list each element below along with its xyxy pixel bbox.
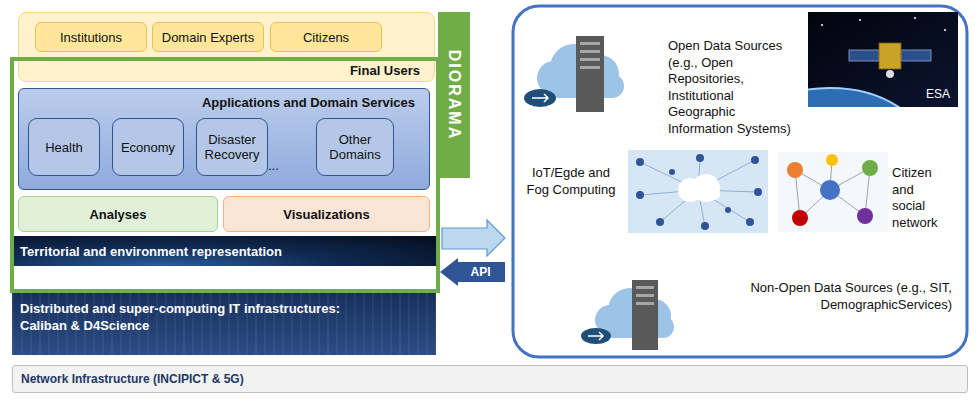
- services-box: Applications and Domain ServicesHealth Ec…: [18, 88, 430, 190]
- platform-frame: DIORAMAApplications and Domain ServicesH…: [10, 57, 440, 293]
- node-text: Disaster Recovery: [199, 132, 265, 162]
- sources-panel: [513, 6, 967, 357]
- user-band: Final Users Institutions Domain Experts Cit…: [18, 12, 435, 82]
- server-cloud-icon: [581, 280, 674, 350]
- source-label: Citizen and social network: [892, 165, 950, 231]
- domain-box: Disaster Recovery: [196, 118, 268, 176]
- source-label: Open Data Sources (e.g., Open Repositori…: [668, 38, 802, 137]
- visualization-box: Visualizations: [223, 196, 430, 232]
- node-text: Visualizations: [283, 207, 369, 222]
- source-label: Non-Open Data Sources (e.g., SIT, Demogr…: [716, 280, 952, 313]
- user-box: Citizens: [270, 22, 382, 52]
- iot-image: [628, 150, 768, 233]
- api-arrow-box: API: [440, 258, 505, 286]
- image-label: ESA: [926, 86, 954, 103]
- network-band: Network Infrastructure (INCIPICT & 5G): [12, 365, 968, 393]
- node-text: Other Domains: [319, 132, 391, 162]
- user-box: Domain Experts: [152, 22, 264, 52]
- node-text: Health: [45, 140, 83, 155]
- node-text: Distributed and super-computing IT infra…: [20, 300, 385, 334]
- api-arrow: [440, 258, 505, 286]
- ellipsis: ...: [268, 158, 298, 175]
- node-text: Citizens: [303, 30, 349, 45]
- infrastructure-band: Distributed and super-computing IT infra…: [12, 293, 436, 355]
- social-network-image: [778, 152, 888, 232]
- domain-box: Economy: [112, 118, 184, 176]
- territory-band: Territorial and environment representati…: [14, 236, 436, 266]
- node-text: Economy: [121, 140, 175, 155]
- diorama-bar: DIORAMA: [438, 12, 470, 178]
- domain-box: Health: [28, 118, 100, 176]
- node-text: Territorial and environment representati…: [20, 244, 282, 259]
- node-text: Domain Experts: [162, 30, 254, 45]
- domain-box: Other Domains: [316, 118, 394, 176]
- server-cloud-icon: [524, 36, 624, 112]
- analysis-box: Analyses: [18, 196, 218, 232]
- node-text: DIORAMA: [445, 50, 463, 140]
- node-text: Institutions: [60, 30, 122, 45]
- node-text: Network Infrastructure (INCIPICT & 5G): [21, 372, 244, 386]
- node-text: API: [470, 265, 490, 279]
- data-arrow: [442, 220, 505, 256]
- node-text: Final Users: [350, 63, 420, 78]
- node-text: Applications and Domain Services: [202, 95, 415, 110]
- node-text: Analyses: [89, 207, 146, 222]
- user-box: Institutions: [35, 22, 147, 52]
- source-label: IoT/Egde and Fog Computing: [520, 165, 622, 198]
